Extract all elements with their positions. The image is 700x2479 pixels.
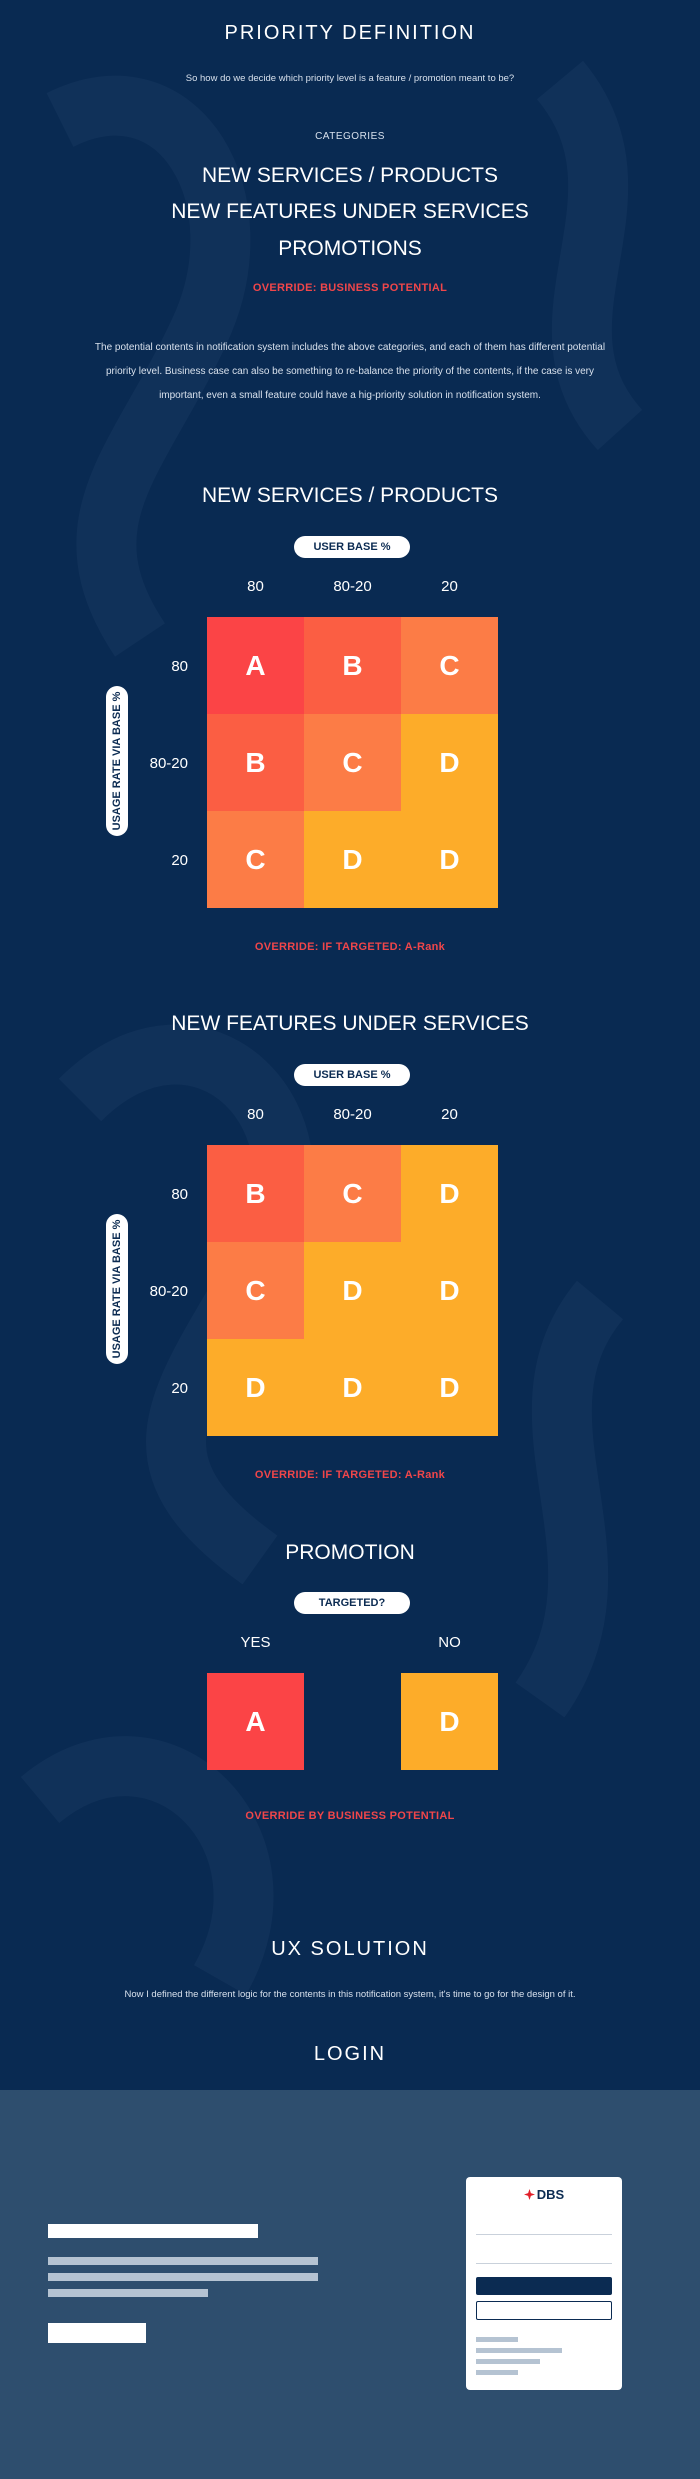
- login-title: LOGIN: [313, 2043, 387, 2065]
- username-field-line[interactable]: [476, 2234, 612, 2235]
- category-item: NEW SERVICES / PRODUCTS: [202, 164, 498, 187]
- matrix1-col-label: 20: [441, 578, 458, 595]
- matrix2-override: OVERRIDE: IF TARGETED: A-Rank: [254, 1469, 446, 1481]
- matrix2-cell: B: [207, 1145, 304, 1242]
- intro-line: The potential contents in notification s…: [94, 342, 606, 353]
- promotion-override: OVERRIDE BY BUSINESS POTENTIAL: [245, 1810, 455, 1822]
- matrix1-override: OVERRIDE: IF TARGETED: A-Rank: [254, 941, 446, 953]
- matrix1-cell: B: [304, 617, 401, 714]
- promotion-title: PROMOTION: [285, 1541, 415, 1564]
- intro-line: important, even a small feature could ha…: [159, 390, 541, 401]
- matrix1-col-label: 80-20: [333, 578, 372, 595]
- matrix2-col-label: 20: [441, 1106, 458, 1123]
- matrix1-user-base-pill: USER BASE %: [294, 536, 410, 558]
- matrix1-row-label: 80-20: [149, 755, 188, 772]
- matrix1-usage-rate-pill: USAGE RATE VIA BASE %: [106, 686, 128, 836]
- promotion-option-label: YES: [240, 1634, 271, 1651]
- matrix1-cell: D: [401, 714, 498, 811]
- placeholder-link-bar[interactable]: [476, 2337, 518, 2342]
- placeholder-heading-bar: [48, 2224, 258, 2238]
- placeholder-link-bar[interactable]: [476, 2359, 540, 2364]
- matrix2-cell: C: [304, 1145, 401, 1242]
- dbs-logo-icon: [523, 2189, 535, 2200]
- matrix2-cell: D: [401, 1145, 498, 1242]
- placeholder-text-bar: [48, 2289, 208, 2297]
- matrix1-row-label: 80: [171, 658, 188, 675]
- promotion-rank-cell: D: [401, 1673, 498, 1770]
- password-field-line[interactable]: [476, 2263, 612, 2264]
- matrix1-title: NEW SERVICES / PRODUCTS: [202, 484, 498, 507]
- matrix2-cell: C: [207, 1242, 304, 1339]
- promotion-targeted-pill: TARGETED?: [294, 1592, 410, 1614]
- matrix1-cell: D: [401, 811, 498, 908]
- categories-label: CATEGORIES: [315, 131, 385, 142]
- matrix2-cell: D: [207, 1339, 304, 1436]
- promotion-option-label: NO: [438, 1634, 461, 1651]
- ux-solution-text: Now I defined the different logic for th…: [124, 1989, 576, 2000]
- login-button[interactable]: [476, 2277, 612, 2295]
- matrix2-row-label: 80-20: [149, 1283, 188, 1300]
- categories-override: OVERRIDE: BUSINESS POTENTIAL: [252, 282, 448, 294]
- matrix1-cell: C: [207, 811, 304, 908]
- matrix2-usage-rate-pill: USAGE RATE VIA BASE %: [106, 1214, 128, 1364]
- dbs-logo: DBS: [466, 2187, 622, 2202]
- matrix2-row-label: 20: [171, 1380, 188, 1397]
- matrix2-col-label: 80: [247, 1106, 264, 1123]
- matrix1-cell: C: [304, 714, 401, 811]
- matrix1-col-label: 80: [247, 578, 264, 595]
- matrix2-cell: D: [304, 1339, 401, 1436]
- placeholder-text-bar: [48, 2257, 318, 2265]
- matrix2-col-label: 80-20: [333, 1106, 372, 1123]
- ux-solution-title: UX SOLUTION: [271, 1938, 429, 1960]
- login-phone-mockup: DBS: [466, 2177, 622, 2390]
- matrix2-row-label: 80: [171, 1186, 188, 1203]
- placeholder-button[interactable]: [48, 2323, 146, 2343]
- matrix1-cell: B: [207, 714, 304, 811]
- placeholder-link-bar[interactable]: [476, 2348, 562, 2353]
- matrix2-user-base-pill: USER BASE %: [294, 1064, 410, 1086]
- secondary-button[interactable]: [476, 2301, 612, 2320]
- page-subtitle: So how do we decide which priority level…: [185, 73, 515, 84]
- intro-paragraph: The potential contents in notification s…: [0, 336, 700, 408]
- dbs-logo-text: DBS: [536, 2187, 565, 2202]
- category-item: PROMOTIONS: [278, 237, 422, 260]
- matrix1-cell: D: [304, 811, 401, 908]
- matrix2-cell: D: [304, 1242, 401, 1339]
- promotion-rank-cell: A: [207, 1673, 304, 1770]
- matrix1-cell: C: [401, 617, 498, 714]
- matrix1-row-label: 20: [171, 852, 188, 869]
- page-title: PRIORITY DEFINITION: [224, 22, 476, 44]
- matrix1-cell: A: [207, 617, 304, 714]
- matrix2-cell: D: [401, 1339, 498, 1436]
- matrix2-cell: D: [401, 1242, 498, 1339]
- category-item: NEW FEATURES UNDER SERVICES: [171, 200, 529, 223]
- matrix2-title: NEW FEATURES UNDER SERVICES: [171, 1012, 529, 1035]
- placeholder-link-bar[interactable]: [476, 2370, 518, 2375]
- placeholder-text-bar: [48, 2273, 318, 2281]
- background-decoration: [0, 0, 700, 2090]
- intro-line: priority level. Business case can also b…: [105, 366, 595, 377]
